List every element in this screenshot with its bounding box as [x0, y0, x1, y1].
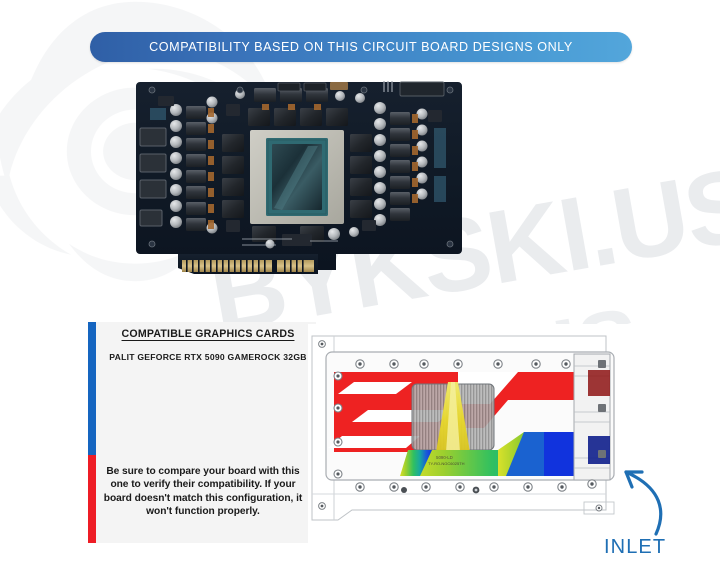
inlet-label: INLET — [604, 536, 667, 558]
compatible-card-item: PALIT GEFORCE RTX 5090 GAMEROCK 32GB — [109, 352, 307, 362]
graphics-card-pcb-photo — [122, 68, 484, 313]
panel-accent-bar-blue — [88, 322, 96, 455]
flow-micro-label-2: TY-RO-NGC6025TH — [428, 461, 465, 466]
panel-accent-bar-red — [88, 455, 96, 543]
inlet-arrow-icon — [604, 452, 676, 538]
compatibility-info-panel — [88, 322, 316, 543]
compatibility-banner-label: COMPATIBILITY BASED ON THIS CIRCUIT BOAR… — [149, 40, 573, 54]
waterblock-coolant-flow-diagram: 5090-LD TY-RO-NGC6025TH — [308, 324, 660, 546]
panel-accent-bar — [88, 322, 96, 543]
flow-micro-label: 5090-LD — [436, 455, 453, 460]
compatibility-warning-text: Be sure to compare your board with this … — [103, 466, 303, 517]
compatibility-banner: COMPATIBILITY BASED ON THIS CIRCUIT BOAR… — [90, 32, 632, 62]
compatible-graphics-cards-heading: COMPATIBLE GRAPHICS CARDS — [121, 328, 295, 340]
